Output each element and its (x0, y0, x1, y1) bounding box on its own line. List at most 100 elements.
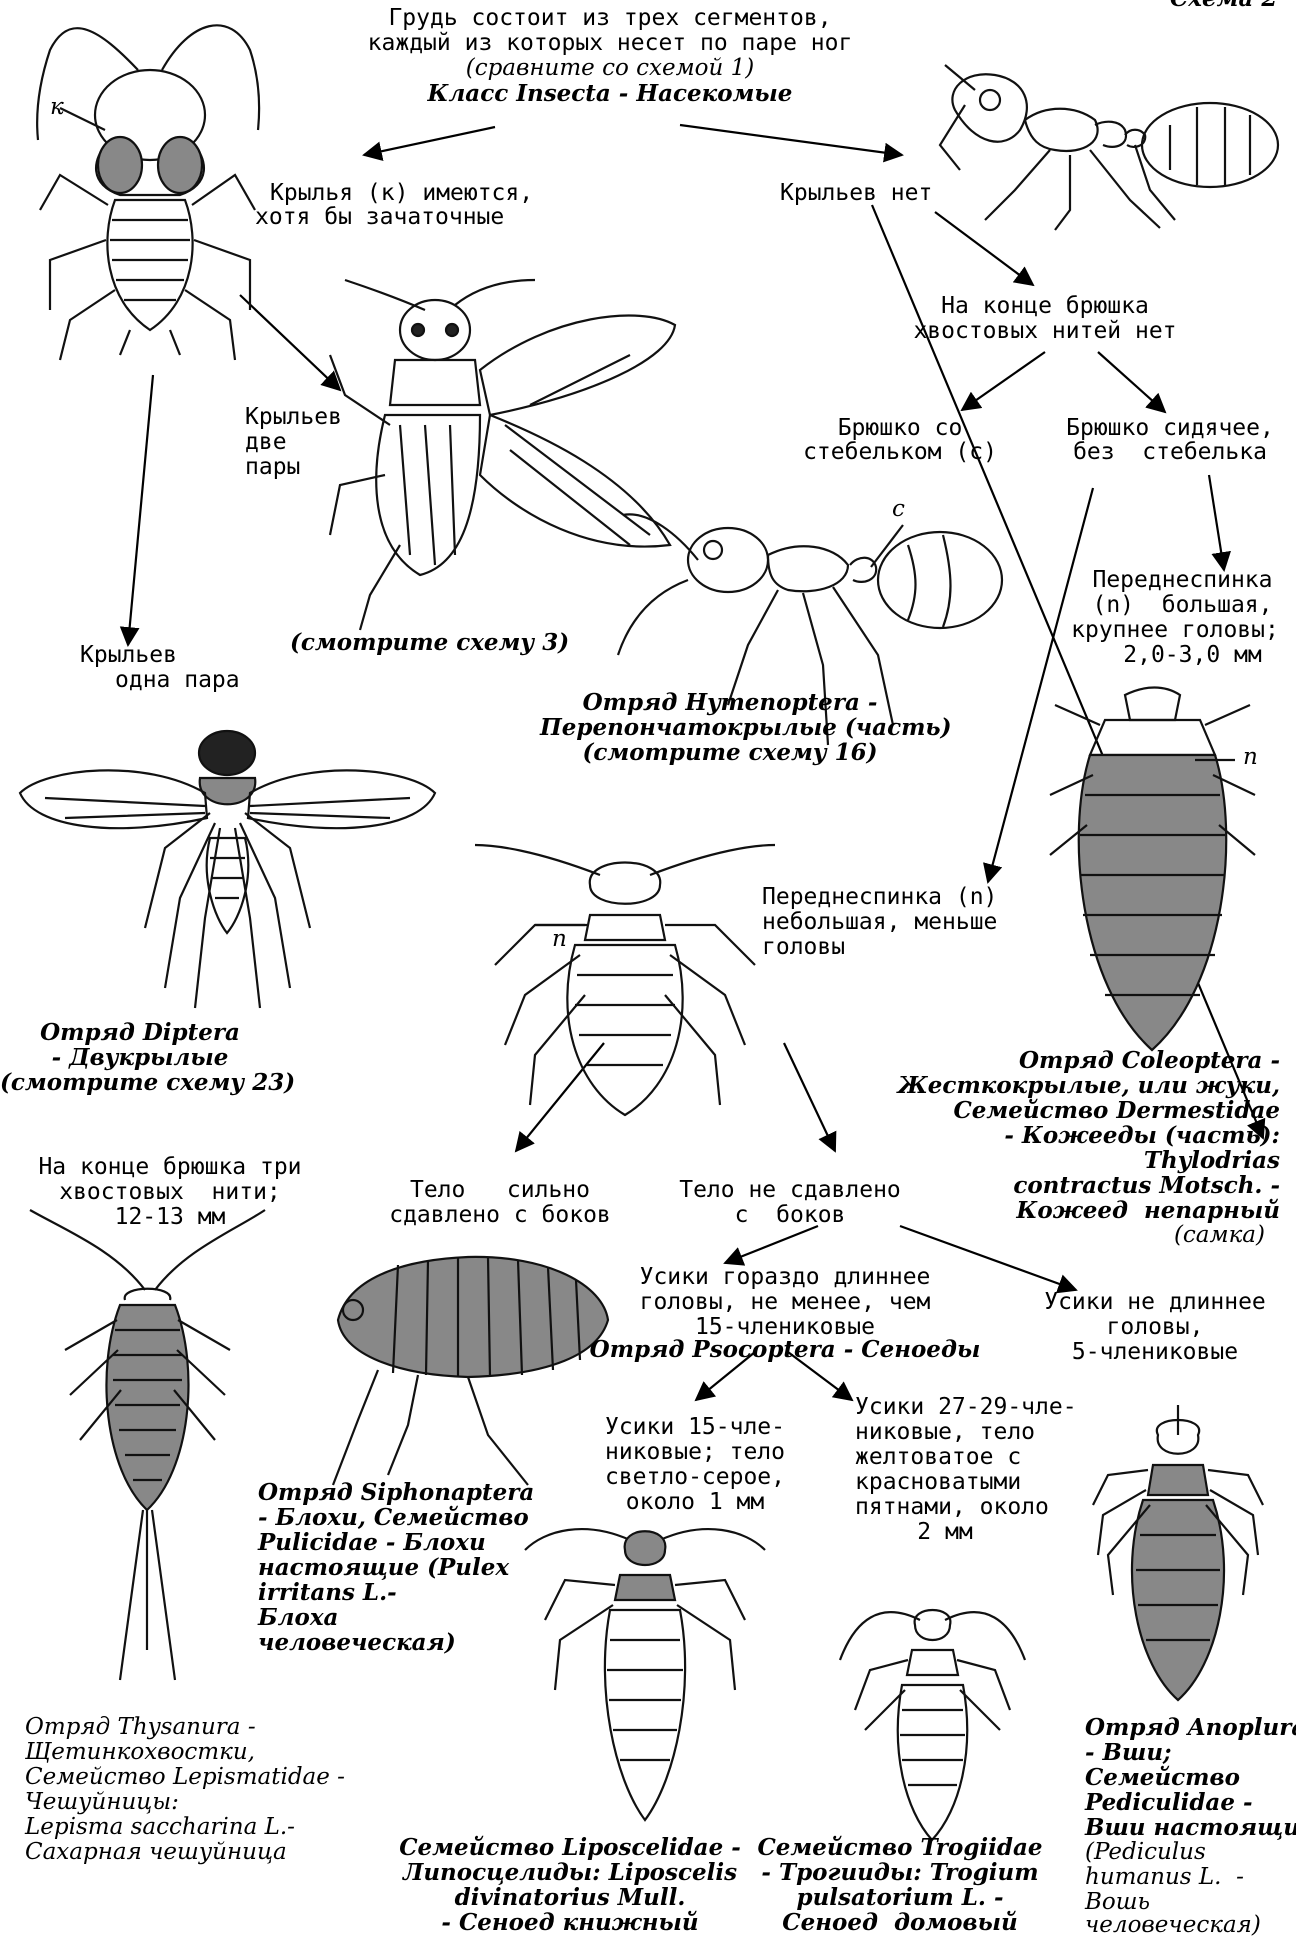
n-label-thylodrias: n (1243, 745, 1258, 770)
pron-big-2: (n) большая, (1075, 593, 1290, 618)
thysan-1: Отряд Thysanura - (25, 1715, 256, 1740)
coleo-8: (самка) (880, 1223, 1265, 1248)
ant15-1: Усики 15-чле- (585, 1415, 805, 1440)
siphon-1: Отряд Siphonaptera (258, 1480, 534, 1505)
root-line-3: (сравните со схемой 1) (340, 56, 880, 81)
pron-small-2: небольшая, меньше (762, 910, 997, 935)
diptera-1: Отряд Diptera (0, 1020, 280, 1045)
stalk-2: стебельком (с) (780, 440, 1020, 465)
n-label-psocid: n (552, 927, 567, 952)
antennae-short-1: Усики не длиннее (1025, 1290, 1285, 1315)
coleo-7: Кожеед непарный (880, 1198, 1280, 1223)
liposc-2: Липосцелиды: Liposcelis (380, 1860, 760, 1885)
hymen-3: (смотрите схему 16) (540, 740, 920, 765)
wings-yes-2: хотя бы зачаточные (255, 205, 504, 230)
ant27-5: пятнами, около (855, 1495, 1049, 1520)
antennae-short-2: головы, (1025, 1315, 1285, 1340)
psocid-illustration (475, 845, 775, 1130)
not-compressed-2: с боков (660, 1203, 920, 1228)
pron-big-4: 2,0-3,0 мм (1085, 643, 1296, 668)
k-label: к (50, 95, 64, 120)
arrow-small-notcompressed (784, 1043, 835, 1151)
liposc-1: Семейство Liposcelidae - (380, 1835, 760, 1860)
siphon-6: Блоха (258, 1605, 338, 1630)
compressed-2: сдавлено с боков (380, 1203, 620, 1228)
hymen-2: Перепончатокрылые (часть) (540, 715, 920, 740)
ant15-4: около 1 мм (585, 1490, 805, 1515)
thysan-5: Lepisma saccharina L.- (25, 1815, 295, 1840)
pron-small-3: головы (762, 935, 845, 960)
two-pairs-1: Крыльев (245, 405, 342, 430)
arrow-sessile-big (1209, 475, 1224, 570)
scheme-label: Схема 2 (1170, 0, 1277, 11)
root-line-2: каждый из которых несет по паре ног (340, 31, 880, 56)
anopl-9: человеческая) (1085, 1913, 1261, 1938)
silverfish-illustration (25, 1210, 270, 1680)
fly-illustration (15, 718, 440, 1018)
diptera-2: - Двукрылые (0, 1045, 280, 1070)
one-pair-2: одна пара (115, 668, 240, 693)
siphon-4: настоящие (Pulex (258, 1555, 509, 1580)
anopl-3: Семейство (1085, 1765, 1240, 1790)
liposc-3: divinatorius Mull. (380, 1885, 760, 1910)
arrow-root-nowings (680, 125, 902, 155)
pron-small-1: Переднеспинка (n) (762, 885, 997, 910)
ant27-6: 2 мм (855, 1520, 1035, 1545)
arrow-not-long (725, 1226, 818, 1263)
thysan-2: Щетинкохвостки, (25, 1740, 255, 1765)
liposcelis-illustration (525, 1520, 765, 1825)
three-tails-3: 12-13 мм (20, 1205, 320, 1230)
antennae-long-1: Усики гораздо длиннее (615, 1265, 955, 1290)
thysan-4: Чешуйницы: (25, 1790, 179, 1815)
not-compressed-1: Тело не сдавлено (660, 1178, 920, 1203)
psoco-label: Отряд Psocoptera - Сеноеды (575, 1337, 995, 1362)
ant27-4: красноватыми (855, 1470, 1021, 1495)
arrow-notail-stalk (962, 352, 1045, 410)
pron-big-1: Переднеспинка (1075, 568, 1290, 593)
ant27-2: никовые, тело (855, 1420, 1035, 1445)
hymen-1: Отряд Hymenoptera - (540, 690, 920, 715)
c-label: с (892, 497, 905, 522)
arrow-root-wings (364, 127, 495, 155)
siphon-2: - Блохи, Семейство (258, 1505, 529, 1530)
two-pairs-3: пары (245, 455, 300, 480)
ant15-3: светло-серое, (585, 1465, 805, 1490)
ant27-3: желтоватое с (855, 1445, 1021, 1470)
wings-no: Крыльев нет (780, 181, 932, 206)
pron-big-3: крупнее головы; (1055, 618, 1295, 643)
liposc-4: - Сеноед книжный (380, 1910, 760, 1935)
no-tail-1: На конце брюшка (880, 294, 1210, 319)
thysan-6: Сахарная чешуйница (25, 1840, 287, 1865)
louse-illustration (1088, 1405, 1268, 1705)
no-tail-2: хвостовых нитей нет (880, 319, 1210, 344)
thysan-3: Семейство Lepismatidae - (25, 1765, 345, 1790)
ant27-1: Усики 27-29-чле- (855, 1395, 1077, 1420)
thylodrias-illustration (1045, 685, 1260, 1055)
arrow-wings-one (128, 375, 153, 645)
root-line-1: Грудь состоит из трех сегментов, (340, 6, 880, 31)
sessile-2: без стебелька (1050, 440, 1290, 465)
three-tails-2: хвостовых нити; (20, 1180, 320, 1205)
stalk-1: Брюшко со (780, 416, 1020, 441)
one-pair-1: Крыльев (80, 643, 177, 668)
siphon-3: Pulicidae - Блохи (258, 1530, 486, 1555)
coleo-1: Отряд Coleoptera - (880, 1048, 1280, 1073)
anopl-4: Pediculidae - (1085, 1790, 1253, 1815)
diptera-3: (смотрите схему 23) (0, 1070, 280, 1095)
anopl-5: Вши настоящие (1085, 1815, 1296, 1840)
two-pairs-2: две (245, 430, 287, 455)
coleo-3: Семейство Dermestidae (880, 1098, 1280, 1123)
three-tails-1: На конце брюшка три (20, 1155, 320, 1180)
anopl-7: humanus L. - (1085, 1865, 1244, 1890)
flea-illustration (318, 1245, 613, 1490)
anopl-2: - Вши; (1085, 1740, 1172, 1765)
siphon-5: irritans L.- (258, 1580, 397, 1605)
antennae-short-3: 5-члениковые (1025, 1340, 1285, 1365)
anopl-1: Отряд Anoplura (1085, 1715, 1296, 1740)
antennae-long-2: головы, не менее, чем (615, 1290, 955, 1315)
anopl-6: (Pediculus (1085, 1840, 1206, 1865)
sessile-1: Брюшко сидячее, (1050, 416, 1290, 441)
coleo-2: Жесткокрылые, или жуки, (880, 1073, 1280, 1098)
siphon-7: человеческая) (258, 1630, 456, 1655)
cockroach-illustration (20, 10, 270, 380)
